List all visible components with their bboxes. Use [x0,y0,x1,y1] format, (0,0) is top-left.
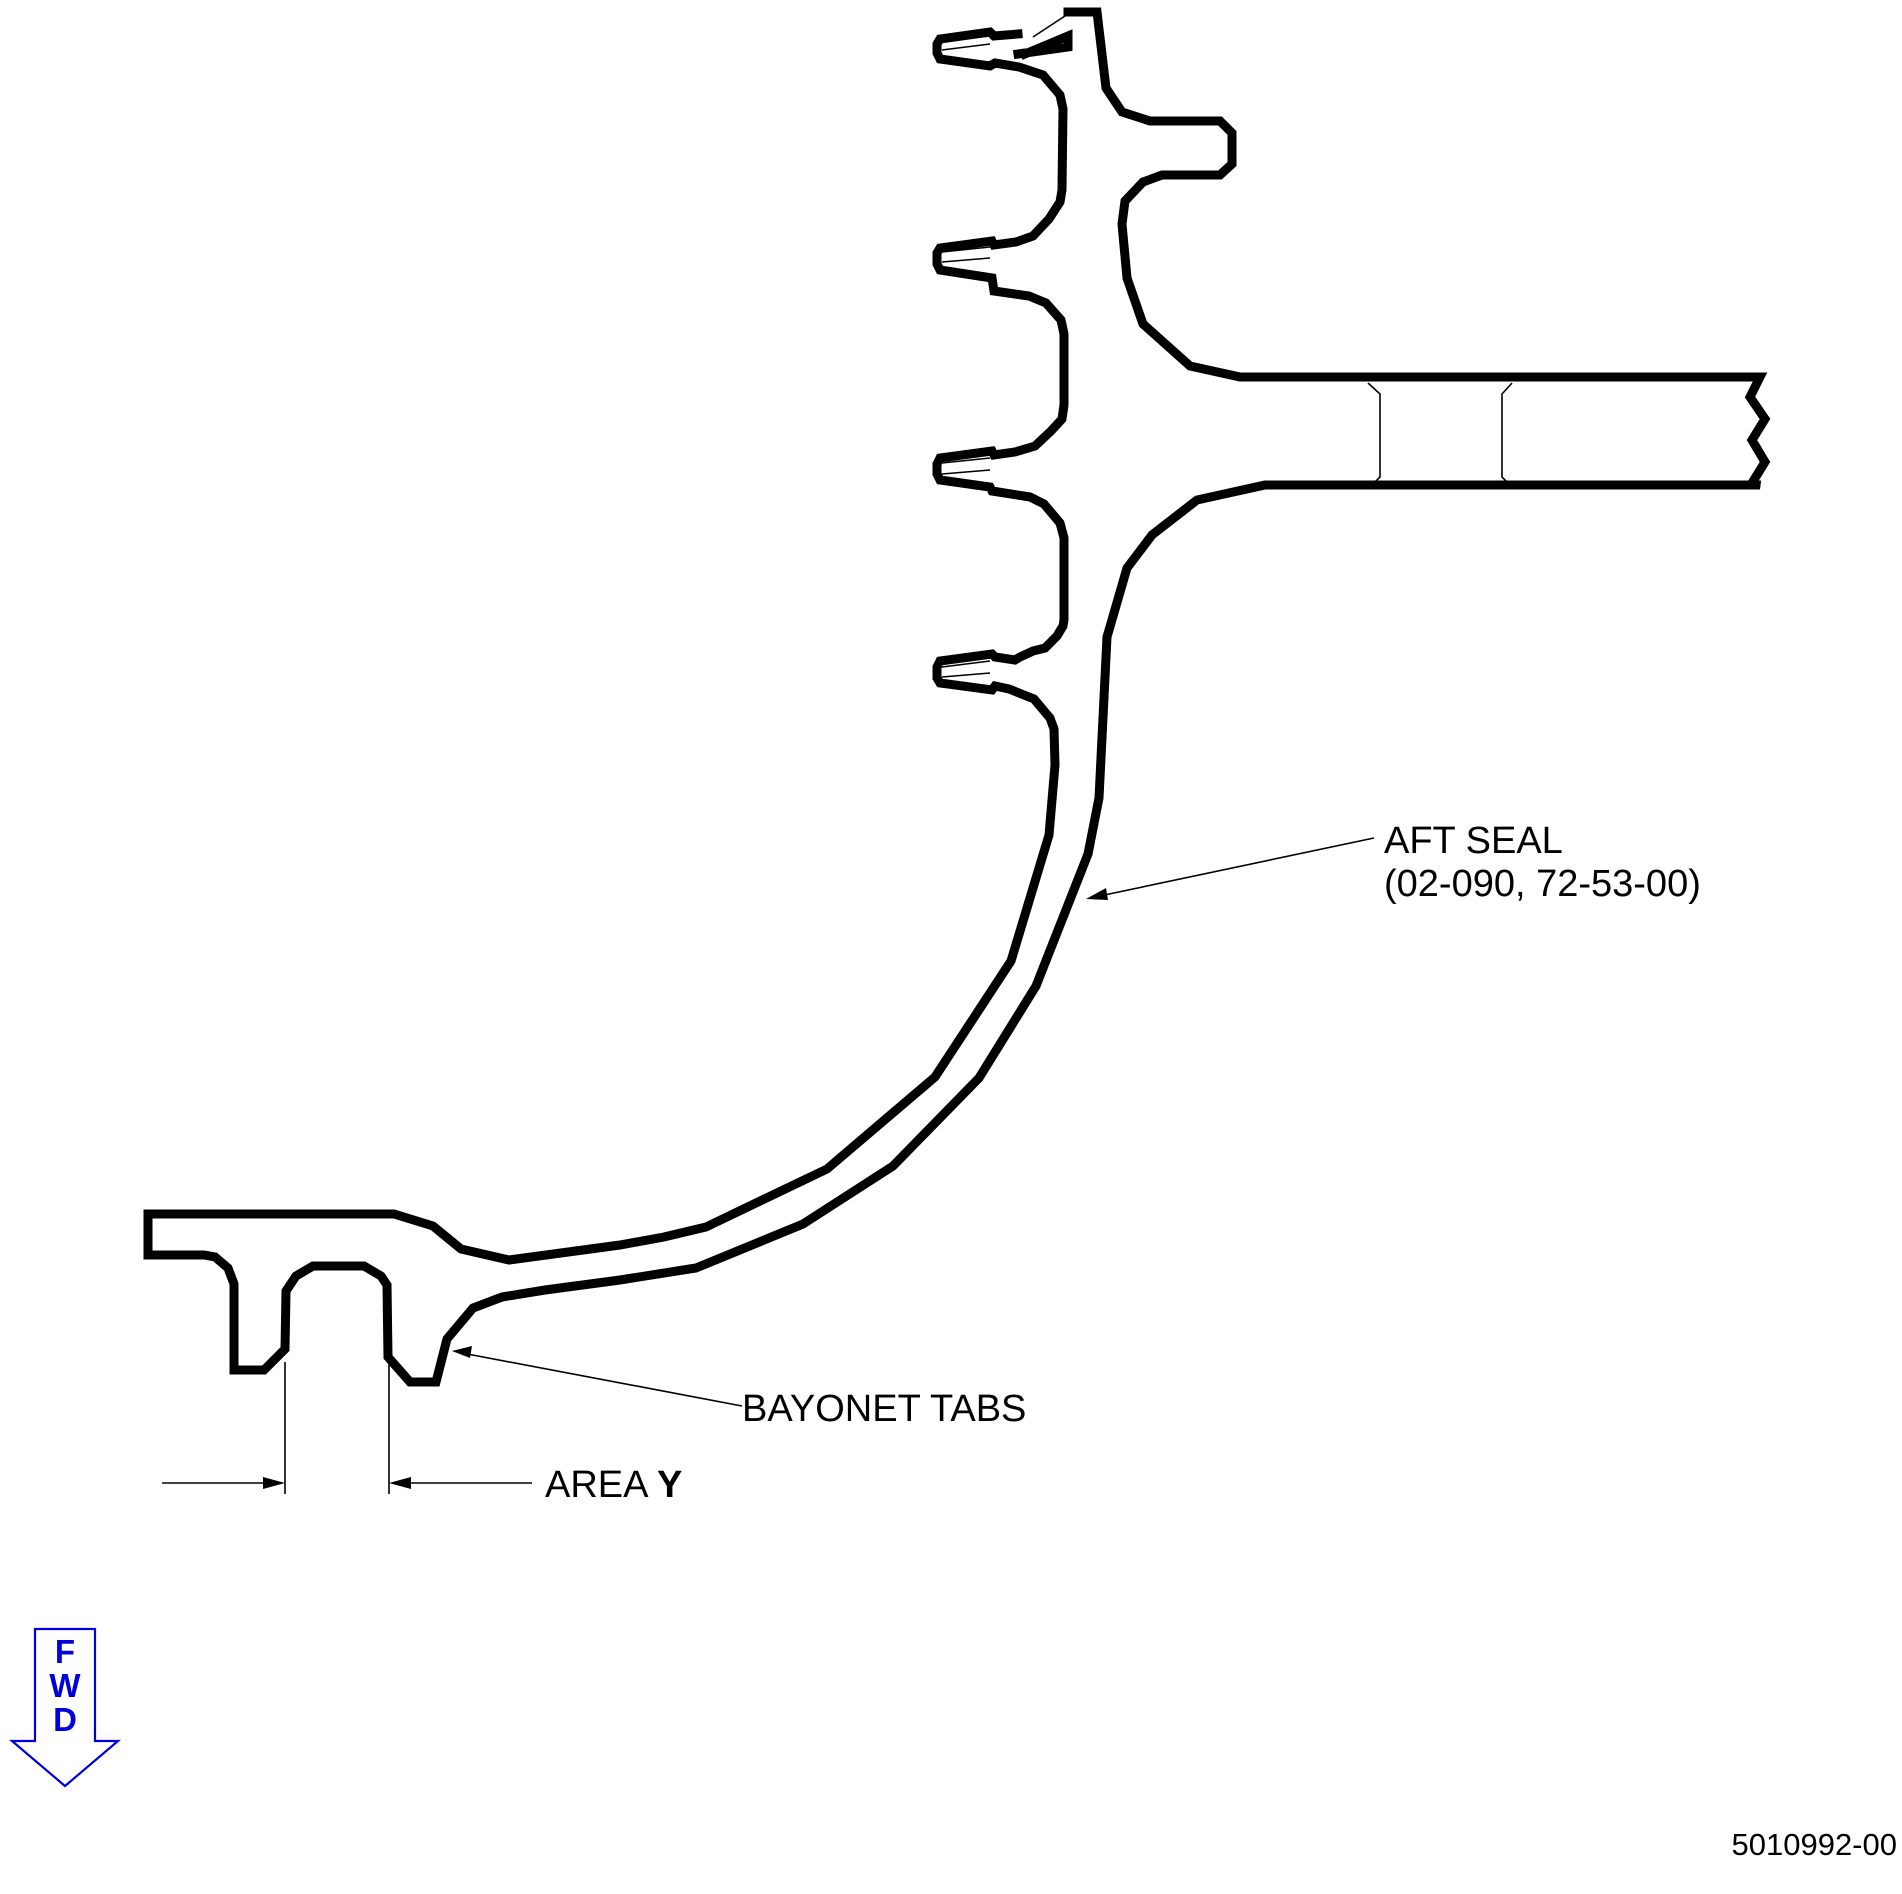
seal-interior-lines [941,13,1513,678]
seal-outer-contour [143,7,1771,1387]
aft-seal-label-line1: AFT SEAL [1384,820,1563,862]
bayonet-tabs-callout: BAYONET TABS [452,1346,1026,1430]
aft-seal-callout: AFT SEAL (02-090, 72-53-00) [1086,820,1701,905]
down-arrow-icon [9,1627,121,1788]
area-y-label-prefix: AREA [545,1464,657,1506]
fwd-letter-d: D [53,1701,77,1738]
area-y-arrow-right [389,1477,411,1489]
aft-seal-label-line2: (02-090, 72-53-00) [1384,863,1701,905]
fwd-letter-f: F [55,1633,75,1670]
bayonet-tabs-leader-line [461,1352,743,1407]
aft-seal-leader-arrow [1086,888,1108,900]
aft-seal-leader-line [1094,837,1375,898]
fwd-letter-w: W [49,1667,81,1704]
area-y-label: AREA Y [545,1464,682,1506]
bayonet-tabs-leader-arrow [452,1346,472,1358]
area-y-callout: AREA Y [162,1362,682,1506]
fwd-direction-indicator: F W D [9,1627,121,1788]
area-y-label-letter: Y [657,1464,682,1506]
figure-code: 5010992-00 [1732,1827,1898,1862]
area-y-arrow-left [263,1477,285,1489]
bayonet-tabs-label: BAYONET TABS [742,1388,1026,1430]
